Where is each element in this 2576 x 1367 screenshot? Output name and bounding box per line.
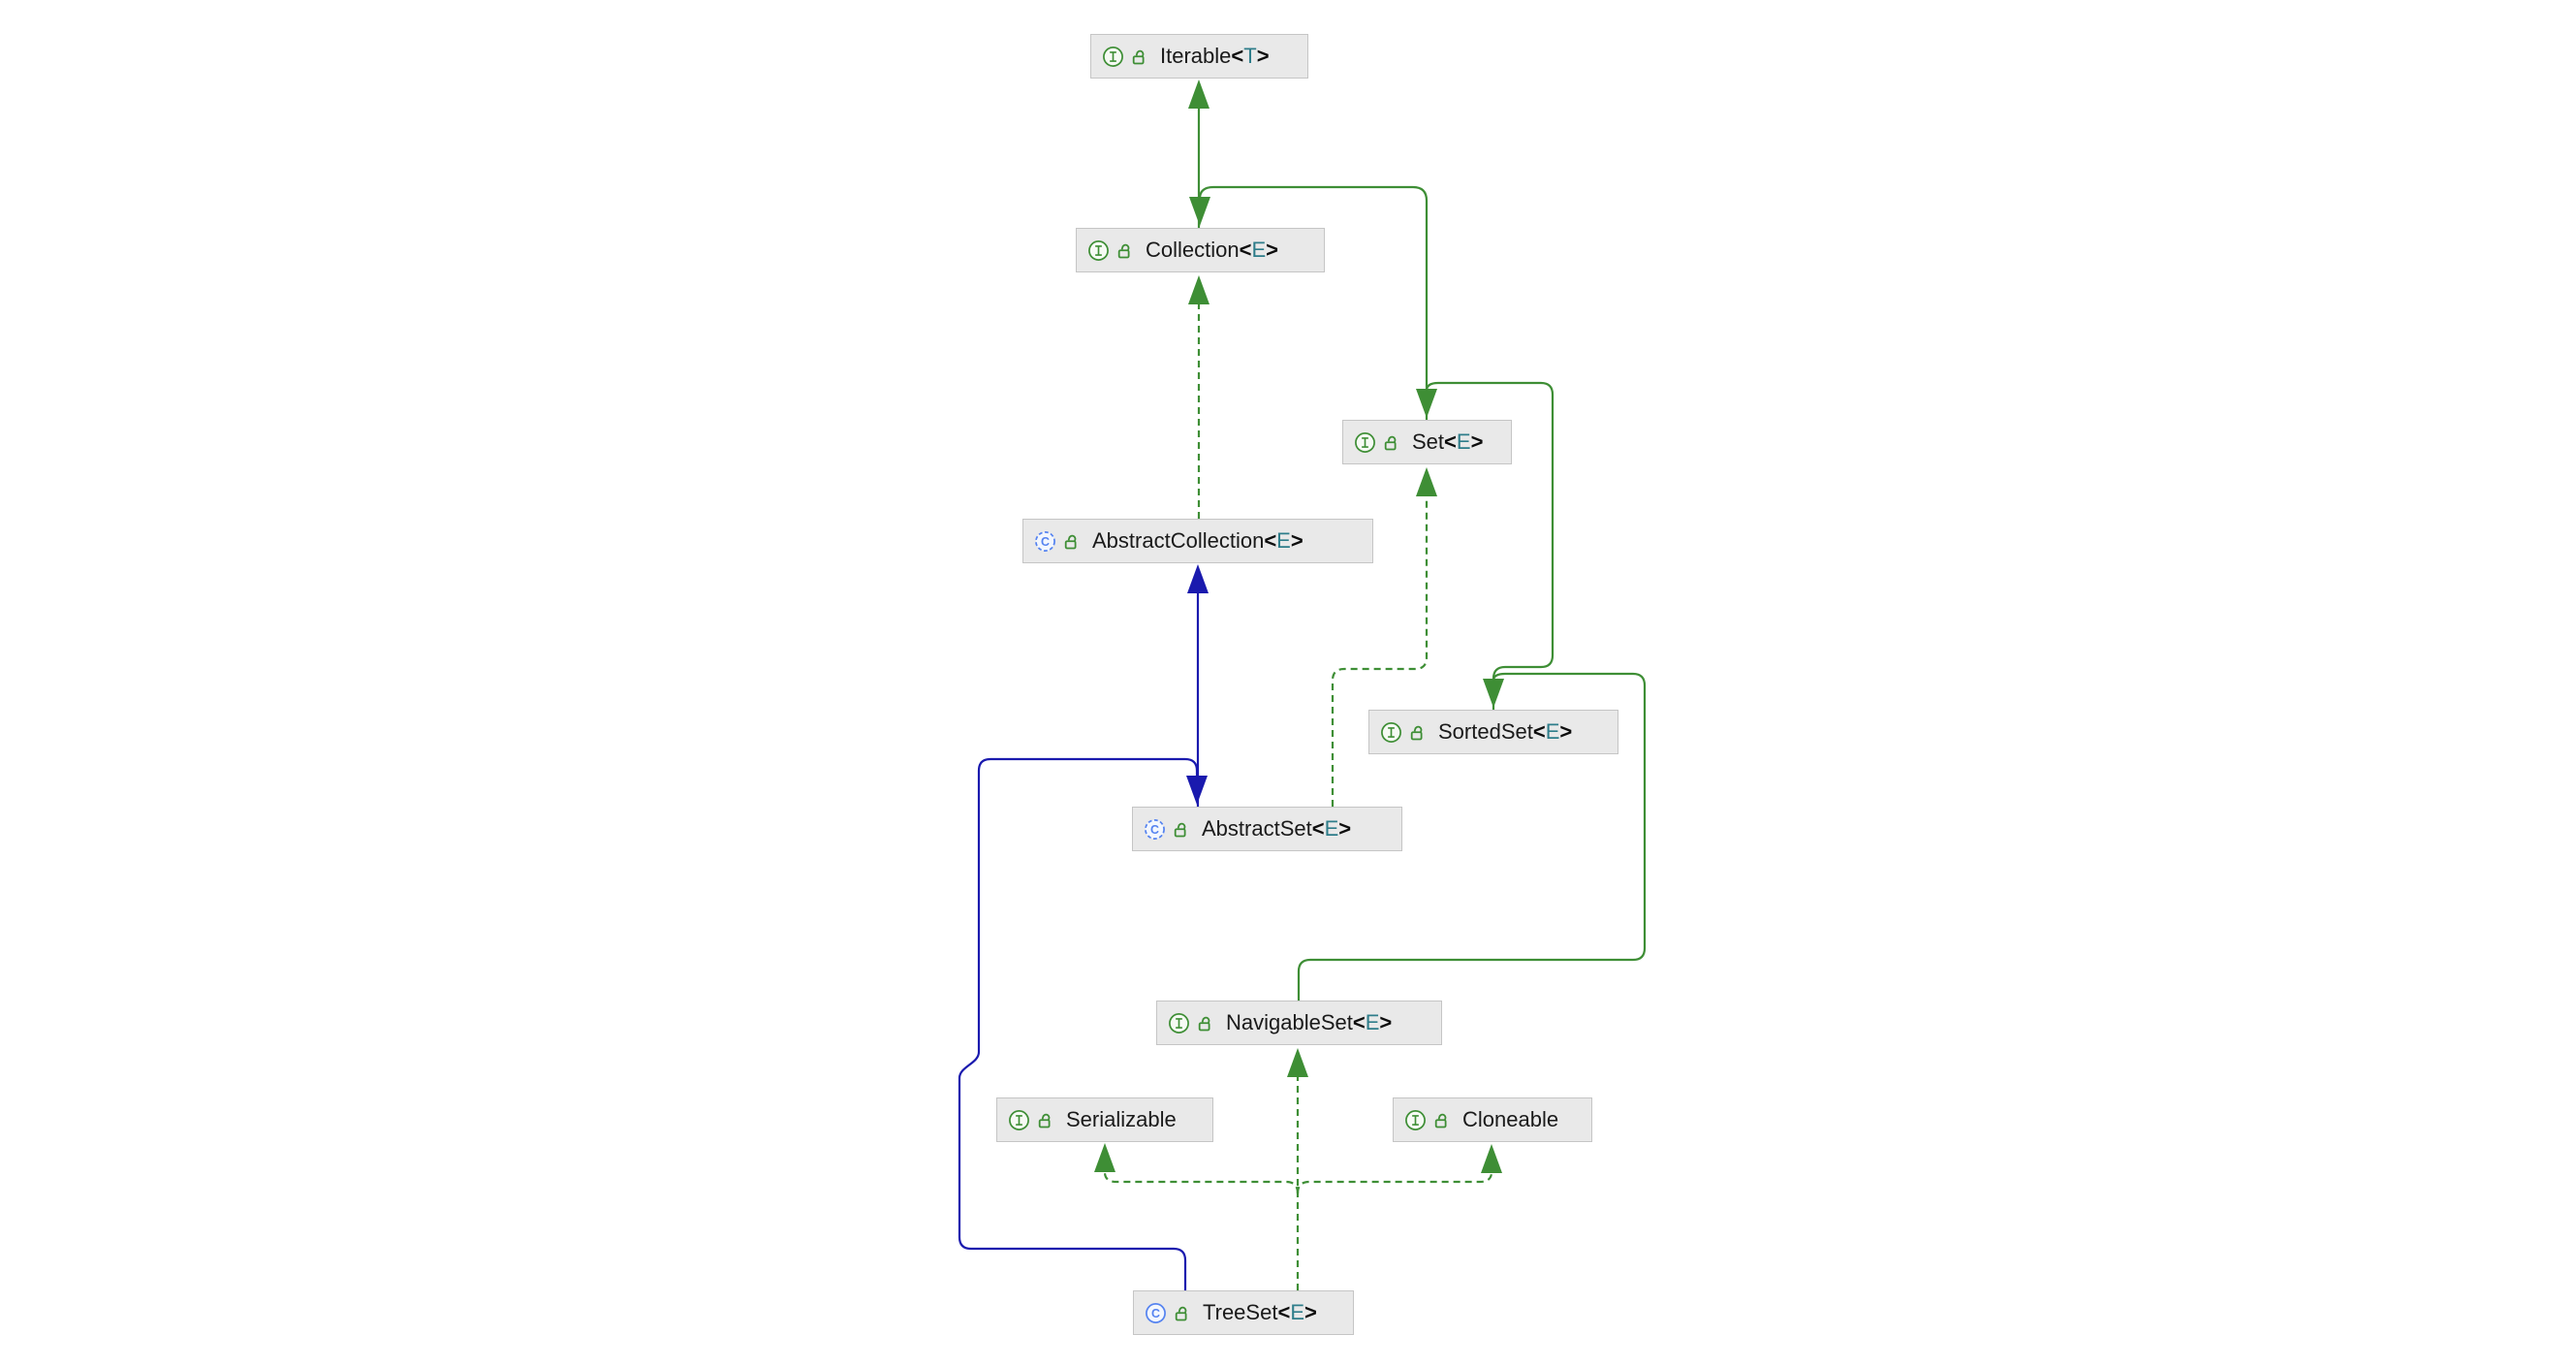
generic-open-bracket: < [1352,1010,1366,1034]
generic-letter: E [1276,528,1291,553]
node-label: TreeSet [1203,1300,1278,1324]
generic-close-bracket: > [1559,719,1573,744]
generic-close-bracket: > [1290,528,1304,553]
edge-set-extends-collection [1198,185,1429,420]
node-label: Iterable [1160,44,1232,68]
svg-text:C: C [1150,822,1159,836]
interface-icon [1103,46,1123,67]
generic-close-bracket: > [1266,238,1279,262]
generic-letter: E [1324,816,1339,841]
node-label: SortedSet [1438,719,1533,744]
arrowhead-into-iterable [1188,79,1209,109]
edge-sortedset-extends-set [1425,381,1555,710]
arrowhead-into-abstractcollection-bottom [1187,564,1209,593]
node-navigable-set[interactable]: NavigableSet<E> [1156,1001,1442,1045]
generic-close-bracket: > [1379,1010,1393,1034]
edge-abstractset-implements-set [1331,496,1429,807]
abstract-class-icon: C [1145,818,1165,840]
generic-close-bracket: > [1256,44,1270,68]
generic-close-bracket: > [1338,816,1352,841]
generic-open-bracket: < [1311,816,1325,841]
class-icon: C [1146,1302,1166,1323]
svg-text:C: C [1041,534,1050,548]
edge-treeset-extends-abstractset [958,757,1199,1290]
node-abstract-set[interactable]: C AbstractSet<E> [1132,807,1402,851]
generic-open-bracket: < [1444,429,1457,454]
open-lock-icon [1410,725,1423,740]
generic-open-bracket: < [1277,1300,1291,1324]
generic-letter: E [1290,1300,1304,1324]
abstract-class-icon: C [1035,530,1055,552]
arrowhead-into-navigableset-bottom [1287,1048,1308,1077]
edge-treeset-implements-serializable [1103,1171,1300,1194]
node-abstract-collection[interactable]: C AbstractCollection<E> [1022,519,1373,563]
node-label: AbstractCollection [1092,528,1265,553]
interface-icon [1405,1109,1426,1130]
node-label: Set [1412,429,1445,454]
open-lock-icon [1434,1113,1447,1128]
node-iterable[interactable]: Iterable<T> [1090,34,1308,79]
open-lock-icon [1174,822,1186,837]
arrowhead-into-serializable-bottom [1094,1143,1115,1172]
open-lock-icon [1132,49,1145,64]
generic-close-bracket: > [1304,1300,1317,1324]
generic-close-bracket: > [1470,429,1484,454]
generic-open-bracket: < [1264,528,1277,553]
interface-icon [1009,1109,1029,1130]
node-set[interactable]: Set<E> [1342,420,1512,464]
node-label: Cloneable [1462,1107,1559,1131]
interface-icon [1355,431,1375,453]
open-lock-icon [1175,1306,1187,1320]
interface-icon [1088,239,1109,261]
arrowhead-into-set-top [1416,389,1437,418]
generic-open-bracket: < [1239,238,1252,262]
node-label: AbstractSet [1202,816,1312,841]
generic-open-bracket: < [1231,44,1244,68]
arrowhead-into-sortedset-top [1483,679,1504,708]
generic-letter: E [1456,429,1471,454]
open-lock-icon [1198,1016,1210,1031]
arrowhead-into-cloneable-bottom [1481,1144,1502,1173]
generic-letter: E [1545,719,1560,744]
arrowhead-into-collection-top [1189,197,1210,226]
open-lock-icon [1117,243,1130,258]
edge-navigableset-extends-sortedset [1297,672,1647,1001]
node-label: Collection [1146,238,1240,262]
arrowhead-into-set-bottom [1416,467,1437,496]
node-serializable[interactable]: Serializable [996,1097,1213,1142]
node-label: Serializable [1066,1107,1177,1131]
node-collection[interactable]: Collection<E> [1076,228,1325,272]
node-tree-set[interactable]: C TreeSet<E> [1133,1290,1354,1335]
arrowhead-into-collection-bottom [1188,275,1209,304]
node-sorted-set[interactable]: SortedSet<E> [1368,710,1618,754]
svg-text:C: C [1151,1306,1160,1319]
node-cloneable[interactable]: Cloneable [1393,1097,1592,1142]
interface-icon [1381,721,1401,743]
generic-letter: E [1251,238,1267,262]
interface-icon [1169,1012,1189,1033]
arrowhead-into-abstractset-top [1186,776,1208,805]
open-lock-icon [1038,1113,1051,1128]
edge-treeset-implements-cloneable [1296,1171,1493,1194]
open-lock-icon [1064,534,1077,549]
generic-letter: T [1243,44,1257,68]
node-label: NavigableSet [1226,1010,1353,1034]
generic-letter: E [1365,1010,1380,1034]
generic-open-bracket: < [1532,719,1546,744]
open-lock-icon [1384,435,1397,450]
